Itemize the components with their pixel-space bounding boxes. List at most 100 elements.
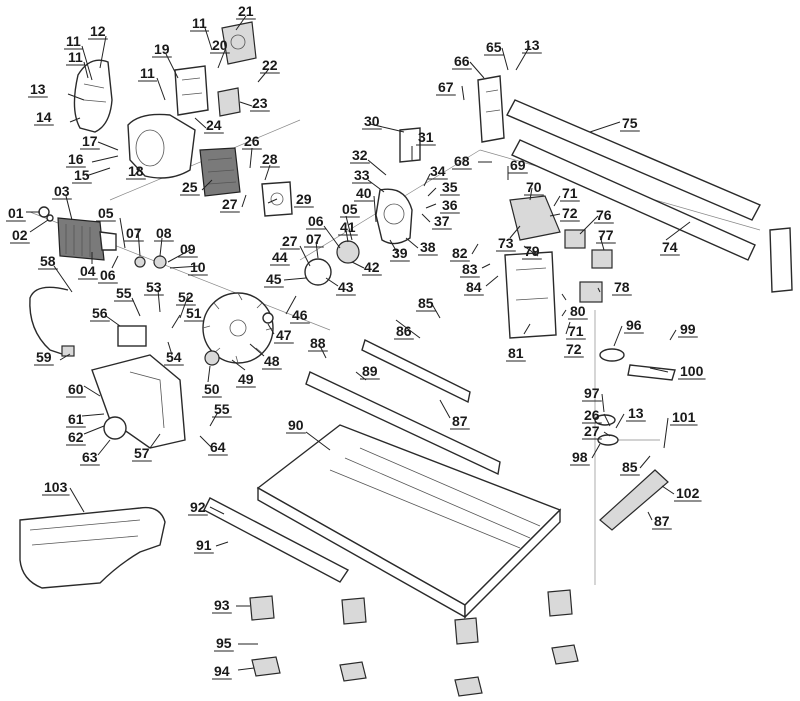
callout-label: 86 [396,323,412,339]
callout-label: 65 [486,39,502,55]
housing-bracket-19 [174,65,209,116]
callout-label: 87 [452,413,468,429]
pad-b [339,661,367,682]
callout-label: 96 [626,317,642,333]
callout-label: 95 [216,635,232,651]
callout-label: 52 [178,289,194,305]
callout-label: 11 [192,15,207,31]
callout-label: 92 [190,499,206,515]
callout-label: 98 [572,449,588,465]
callout-label: 27 [584,423,600,439]
bevel-arm-102 [599,469,669,531]
callout-label: 41 [340,219,356,235]
callout-label: 29 [296,191,312,207]
callout-label: 37 [434,213,450,229]
callout-label: 59 [36,349,52,365]
callout-label: 06 [100,267,116,283]
callout-label: 21 [238,3,254,19]
callout-label: 34 [430,163,446,179]
callout-label: 97 [584,385,600,401]
table-90 [256,424,562,619]
callout-label: 82 [452,245,468,261]
callout-label: 57 [134,445,150,461]
lever-100 [627,364,676,381]
callout-label: 62 [68,429,84,445]
motor-housing-cover [73,59,113,133]
callout-label: 11 [68,49,83,65]
callout-label: 27 [222,196,238,212]
callout-label: 02 [12,227,28,243]
switch-56 [117,325,147,347]
callout-label: 26 [244,133,260,149]
callout-label: 16 [68,151,84,167]
washer-02 [46,214,54,222]
foot-d [547,589,573,617]
part-graphics [19,21,793,697]
callout-label: 13 [524,37,540,53]
callout-label: 85 [418,295,434,311]
callout-label: 18 [128,163,144,179]
rail-end-right [769,227,793,293]
callout-label: 72 [566,341,582,357]
guide-rails [506,99,761,261]
callout-label: 93 [214,597,230,613]
callout-label: 89 [362,363,378,379]
callout-label: 27 [282,233,298,249]
callout-label: 20 [212,37,228,53]
callout-label: 100 [680,363,704,379]
callout-label: 60 [68,381,84,397]
gear-43 [304,258,332,286]
motor-stator-25 [199,147,241,197]
callout-label: 102 [676,485,700,501]
callout-label: 01 [8,205,24,221]
washer-49 [204,350,220,366]
bar-86 [361,339,471,404]
block-76 [564,229,586,249]
callout-label: 49 [238,371,254,387]
extension-92 [203,497,350,583]
bracket-30 [399,127,421,163]
callout-label: 38 [420,239,436,255]
bearing-08 [153,255,167,269]
callout-label: 99 [680,321,696,337]
callout-label: 05 [98,205,114,221]
handle-73 [509,195,561,241]
armature-03 [57,217,117,261]
callout-label: 07 [306,231,322,247]
block-78 [579,281,603,303]
gear-cover-33 [375,188,413,245]
callout-label: 26 [584,407,600,423]
callout-label: 103 [44,479,68,495]
callout-label: 80 [570,303,586,319]
bearing-07 [134,256,146,268]
callout-labels: 21 11 20 11 12 19 22 11 11 13 23 14 24 1… [6,3,706,680]
callout-label: 42 [364,259,380,275]
callout-label: 54 [166,349,182,365]
callout-label: 15 [74,167,90,183]
callout-label: 71 [568,323,584,339]
flange-62 [103,416,127,440]
callout-label: 10 [190,259,206,275]
callout-label: 09 [180,241,196,257]
plug-59 [61,345,75,357]
callout-label: 55 [214,401,230,417]
washer-98 [597,434,619,446]
callout-label: 77 [598,227,614,243]
brush-holder-23 [217,87,241,117]
callout-label: 51 [186,305,202,321]
callout-label: 71 [562,185,578,201]
callout-label: 31 [418,129,434,145]
callout-label: 63 [82,449,98,465]
gear-housing-18 [127,113,196,179]
callout-label: 56 [92,305,108,321]
callout-label: 58 [40,253,56,269]
callout-label: 32 [352,147,368,163]
callout-label: 74 [662,239,678,255]
callout-label: 40 [356,185,372,201]
callout-label: 55 [116,285,132,301]
callout-label: 47 [276,327,292,343]
callout-label: 08 [156,225,172,241]
callout-label: 94 [214,663,230,679]
callout-label: 35 [442,179,458,195]
